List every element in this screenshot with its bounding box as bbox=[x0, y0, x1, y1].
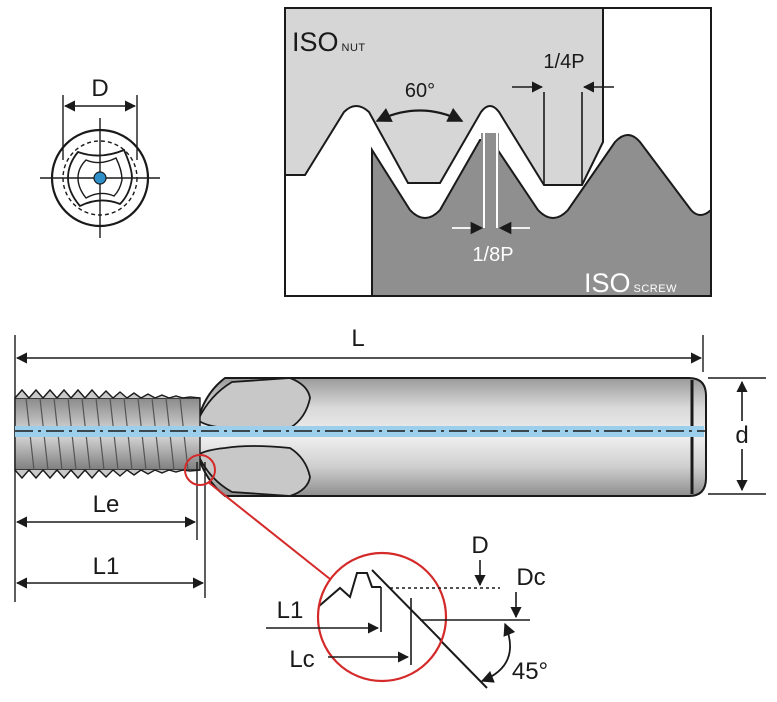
side-view: L d Le L1 bbox=[14, 325, 766, 602]
detail-chamfer-extension bbox=[439, 639, 488, 689]
end-view: D bbox=[40, 75, 160, 238]
label-1-8P: 1/8P bbox=[472, 244, 513, 266]
detail-leader-line bbox=[207, 481, 336, 584]
flute-lower bbox=[196, 445, 311, 497]
detail-label-45-deg: 45° bbox=[512, 658, 548, 685]
thread-teeth-bottom bbox=[14, 468, 201, 480]
label-L1: L1 bbox=[93, 553, 120, 580]
screw-crest-flat bbox=[481, 133, 499, 227]
end-view-label-D: D bbox=[91, 75, 108, 102]
detail-circle bbox=[316, 551, 448, 683]
label-60-deg: 60° bbox=[405, 80, 435, 102]
label-d: d bbox=[735, 422, 748, 449]
end-view-flute-inner bbox=[77, 157, 123, 199]
detail-label-L1: L1 bbox=[277, 597, 304, 624]
detail-label-D: D bbox=[471, 532, 488, 559]
coolant-hole-icon bbox=[93, 171, 107, 185]
angle-60-arc bbox=[375, 107, 464, 122]
end-view-outer-circle bbox=[50, 128, 150, 228]
thread-teeth-top bbox=[14, 388, 201, 400]
label-L: L bbox=[351, 325, 364, 352]
detail-label-Lc: Lc bbox=[289, 646, 314, 673]
screw-region bbox=[371, 134, 712, 297]
flute-upper bbox=[196, 377, 311, 431]
detail-chamfer-line bbox=[371, 569, 446, 681]
end-view-dashed-circle bbox=[62, 140, 138, 216]
end-view-flutes bbox=[67, 148, 133, 208]
detail-view: D Dc L1 Lc 45° bbox=[266, 532, 548, 689]
nut-region bbox=[284, 7, 604, 186]
detail-angle-arc bbox=[480, 622, 516, 683]
label-Le: Le bbox=[93, 491, 120, 518]
detail-circle-bg bbox=[318, 553, 446, 681]
detail-marker-circle bbox=[184, 454, 216, 486]
label-1-4P: 1/4P bbox=[543, 51, 584, 73]
detail-label-Dc: Dc bbox=[516, 564, 545, 591]
detail-tooth-profile bbox=[318, 572, 381, 608]
